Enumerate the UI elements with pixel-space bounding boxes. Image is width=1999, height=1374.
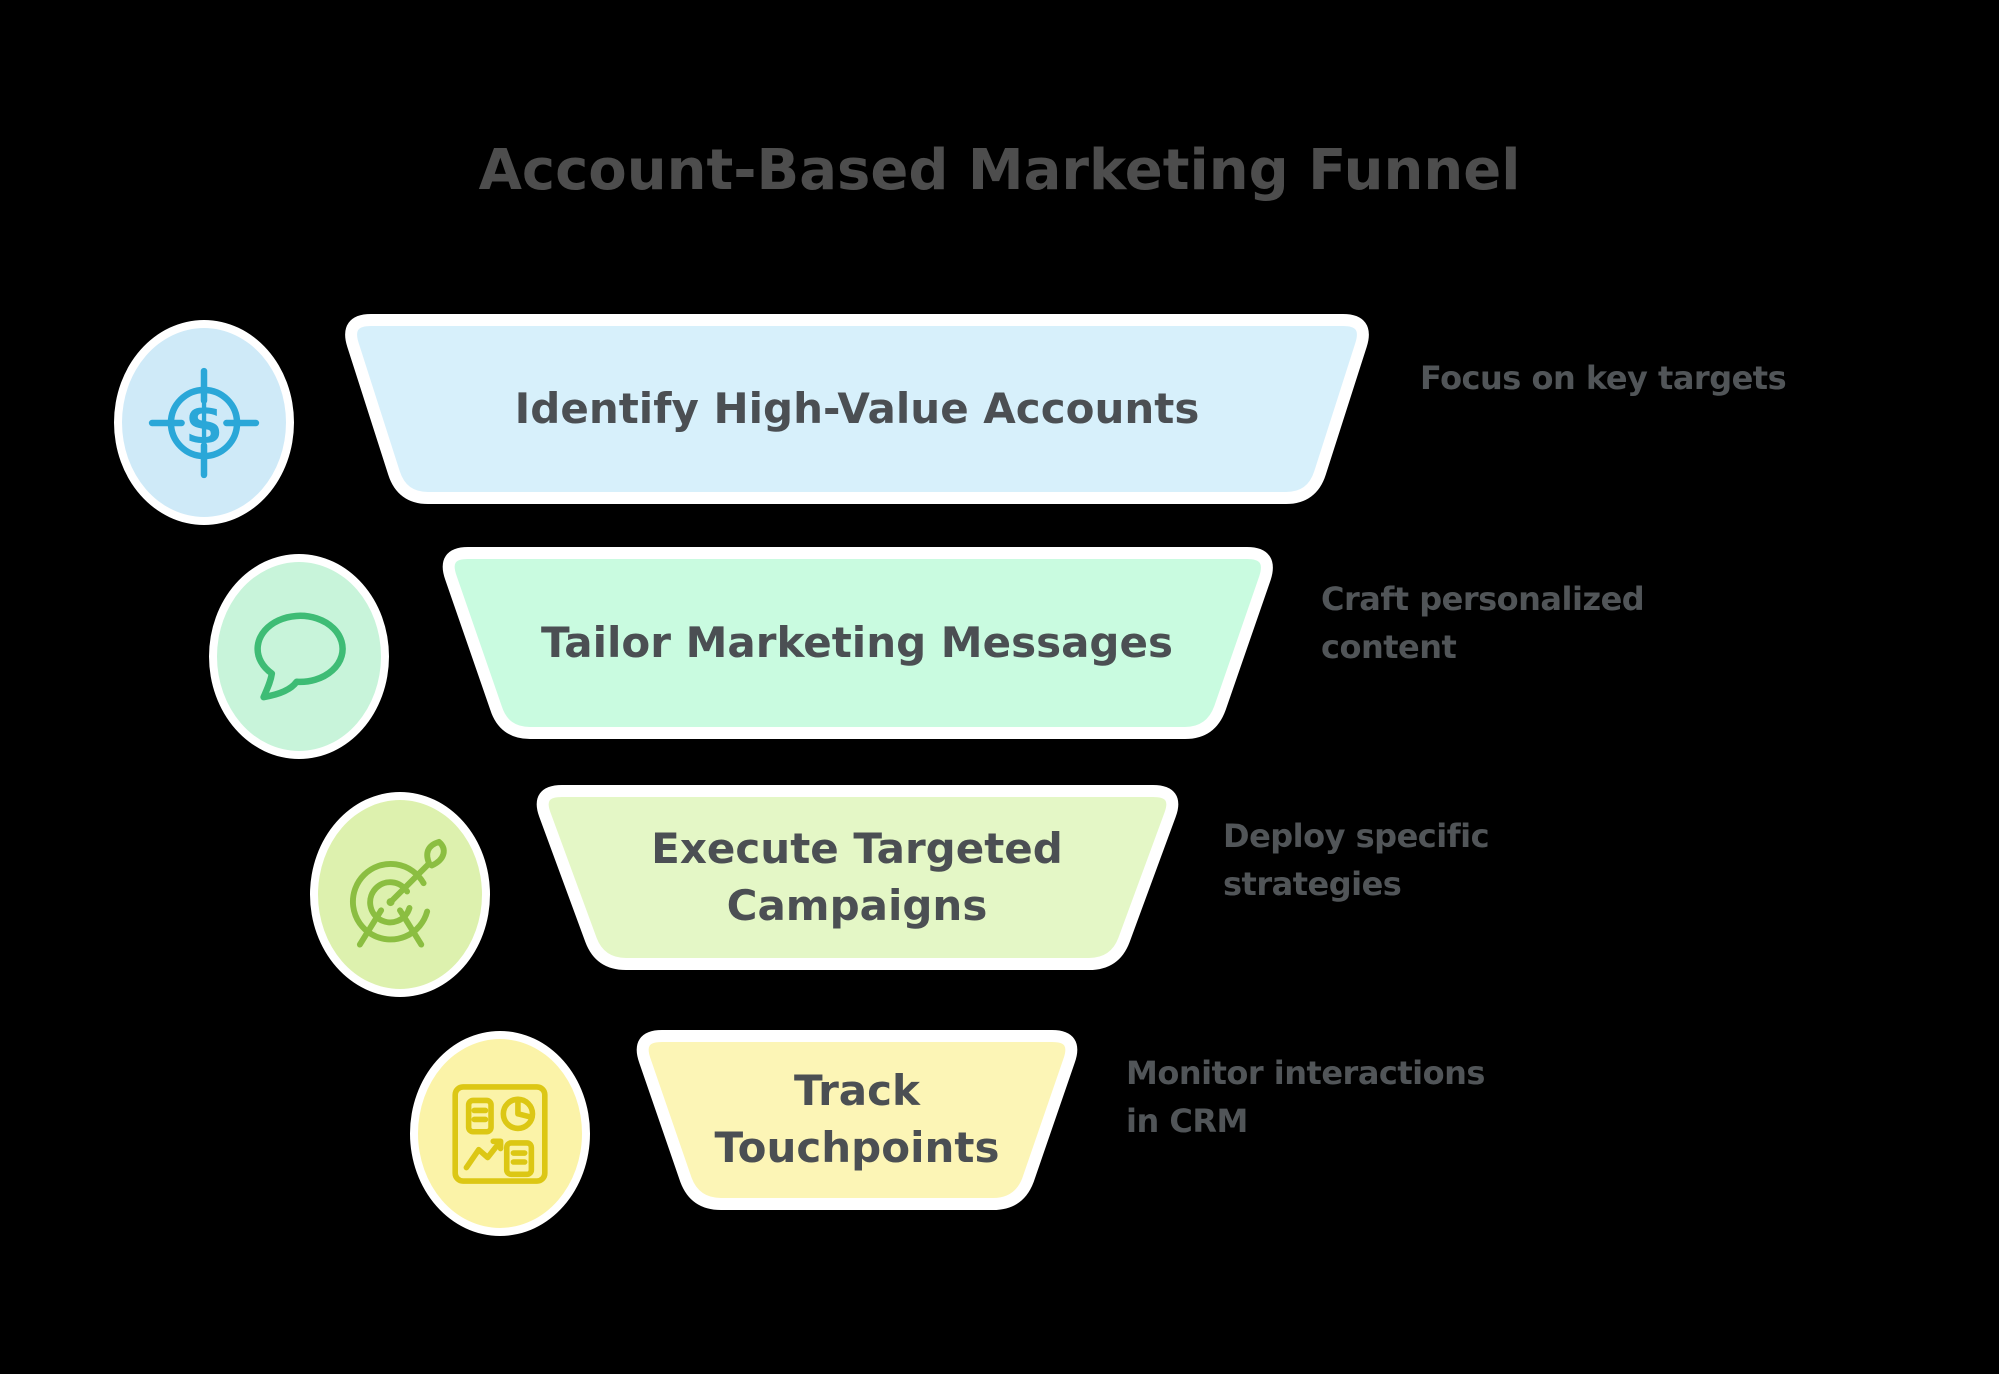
stage-4-trapezoid xyxy=(636,1030,1078,1210)
stage-2-label: Tailor Marketing Messages xyxy=(541,617,1173,667)
dart-center-dot xyxy=(386,897,395,906)
stage-2-trapezoid-shape xyxy=(442,547,1273,739)
stage-2-note: Craft personalized content xyxy=(1321,580,1645,666)
stage-4-icon-bubble xyxy=(410,1031,590,1236)
stage-2-icon-bubble xyxy=(209,554,389,759)
dollar-target-icon: $ xyxy=(148,367,260,478)
stage-1-note: Focus on key targets xyxy=(1420,359,1787,397)
stage-2-trapezoid xyxy=(442,547,1273,739)
stage-1-label: Identify High-Value Accounts xyxy=(514,383,1200,433)
stage-3-trapezoid xyxy=(536,785,1179,970)
stage-3-trapezoid-shape xyxy=(536,785,1179,970)
stage-1-trapezoid xyxy=(345,314,1369,504)
stage-1-icon-bubble: $ xyxy=(114,320,294,525)
stage-3-note: Deploy specific strategies xyxy=(1223,817,1490,903)
speech-bubble-icon xyxy=(254,612,346,700)
stage-1-trapezoid-shape xyxy=(345,314,1369,504)
dollar-glyph: $ xyxy=(185,393,223,456)
stage-3-icon-bubble xyxy=(310,792,490,997)
stage-4-trapezoid-shape xyxy=(636,1030,1078,1210)
report-chart-icon xyxy=(452,1083,548,1184)
stage-3-label: Execute Targeted Campaigns xyxy=(651,823,1063,930)
dart-target-icon xyxy=(350,838,447,948)
stage-4-note: Monitor interactions in CRM xyxy=(1126,1054,1485,1140)
stage-4-label: Track Touchpoints xyxy=(714,1066,1000,1172)
page-title: Account-Based Marketing Funnel xyxy=(478,138,1521,203)
